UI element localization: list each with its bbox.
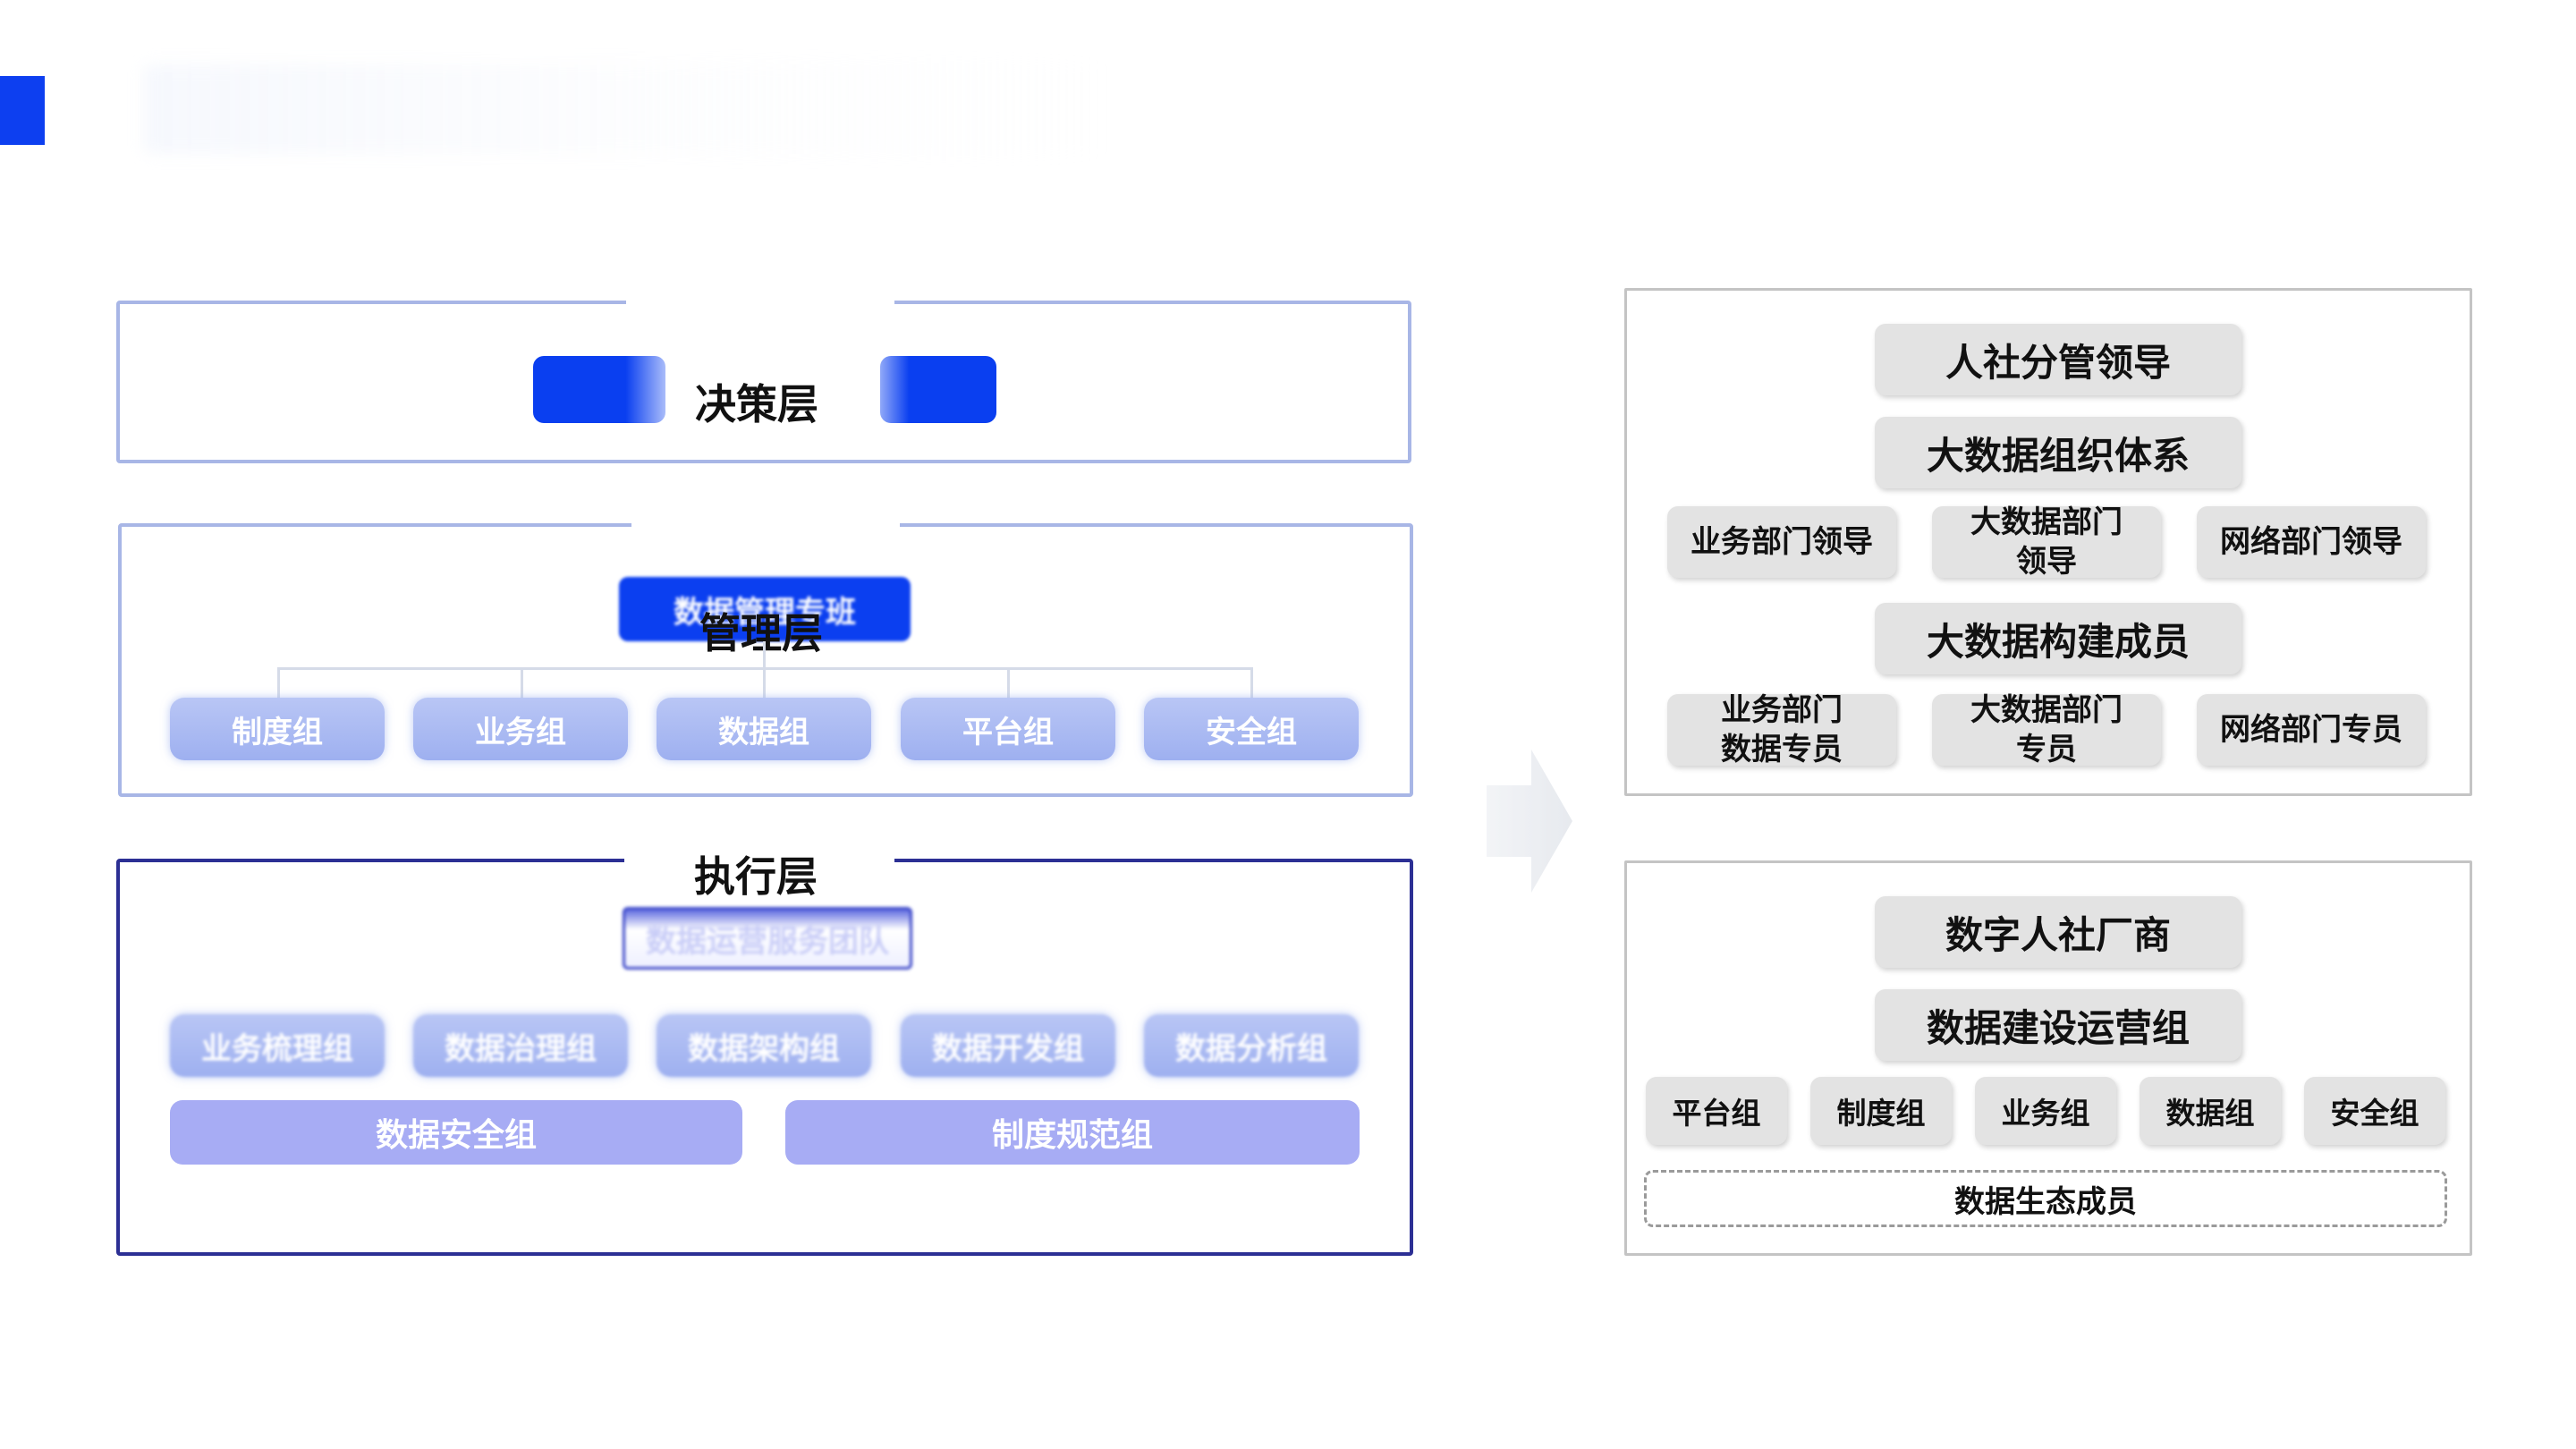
management-connector-3 <box>763 667 766 699</box>
builders-box: 大数据构建成员 <box>1875 603 2241 674</box>
vendor-group-4: 数据组 <box>2140 1077 2281 1145</box>
management-group-5: 安全组 <box>1144 698 1359 760</box>
management-connector-4 <box>1007 667 1010 699</box>
execution-wide-1: 数据安全组 <box>170 1100 742 1165</box>
leader-dept-2: 大数据部门 领导 <box>1932 504 2161 580</box>
vendor-group-label: 数据组 <box>2165 1096 2255 1131</box>
vendor-group-5: 安全组 <box>2304 1077 2445 1145</box>
specialist-label: 网络部门专员 <box>2220 712 2402 748</box>
org-system-box: 大数据组织体系 <box>1875 417 2241 488</box>
ecosystem-text: 数据生态成员 <box>1954 1183 2137 1220</box>
execution-group-5: 数据分析组 <box>1144 1014 1359 1077</box>
leader-box: 人社分管领导 <box>1875 324 2241 395</box>
decision-frame-gap <box>626 292 894 309</box>
execution-group-2: 数据治理组 <box>413 1014 628 1077</box>
execution-head-text: 数据运营服务团队 <box>646 923 889 960</box>
management-layer-label: 管理层 <box>699 609 823 657</box>
accent-bar <box>0 76 45 145</box>
management-head-box: 数据管理专班 <box>619 577 911 641</box>
management-group-4: 平台组 <box>901 698 1115 760</box>
leader-text: 人社分管领导 <box>1945 340 2171 385</box>
specialist-label: 业务部门 数据专员 <box>1721 692 1843 767</box>
builders-text: 大数据构建成员 <box>1926 619 2190 664</box>
vendor-group-label: 安全组 <box>2330 1096 2419 1131</box>
execution-layer-label: 执行层 <box>694 852 818 901</box>
execution-group-3: 数据架构组 <box>657 1014 871 1077</box>
leader-dept-label: 大数据部门 领导 <box>1970 504 2123 580</box>
ops-group-box: 数据建设运营组 <box>1875 989 2241 1061</box>
management-group-label: 业务组 <box>475 714 566 750</box>
specialist-2: 大数据部门 专员 <box>1932 692 2161 767</box>
specialist-3: 网络部门专员 <box>2197 694 2426 766</box>
leader-dept-label: 网络部门领导 <box>2220 524 2402 560</box>
org-system-text: 大数据组织体系 <box>1926 433 2190 478</box>
execution-head-box: 数据运营服务团队 <box>623 907 912 970</box>
vendor-group-2: 制度组 <box>1810 1077 1952 1145</box>
leader-dept-label: 业务部门领导 <box>1690 524 1873 560</box>
page-title-blurred <box>143 64 1109 154</box>
execution-group-1: 业务梳理组 <box>170 1014 385 1077</box>
execution-wide-2: 制度规范组 <box>785 1100 1360 1165</box>
vendor-box: 数字人社厂商 <box>1875 896 2241 968</box>
execution-wide-label: 数据安全组 <box>375 1117 537 1154</box>
decision-right-pill <box>880 356 996 423</box>
ecosystem-box: 数据生态成员 <box>1644 1170 2447 1227</box>
management-group-label: 平台组 <box>962 714 1054 750</box>
right-arrow-icon <box>1487 750 1572 893</box>
execution-group-label: 数据分析组 <box>1175 1030 1327 1067</box>
ops-group-text: 数据建设运营组 <box>1926 1005 2190 1050</box>
management-group-label: 制度组 <box>232 714 323 750</box>
execution-group-label: 数据治理组 <box>445 1030 597 1067</box>
decision-layer-label: 决策层 <box>695 380 818 428</box>
vendor-text: 数字人社厂商 <box>1945 912 2171 957</box>
management-connector-1 <box>277 667 280 699</box>
vendor-group-1: 平台组 <box>1646 1077 1787 1145</box>
management-group-2: 业务组 <box>413 698 628 760</box>
management-frame-gap <box>631 514 900 532</box>
management-head-text: 数据管理专班 <box>674 594 856 631</box>
management-connector-v <box>763 641 766 668</box>
vendor-group-label: 制度组 <box>1836 1096 1926 1131</box>
management-group-3: 数据组 <box>657 698 871 760</box>
management-group-label: 安全组 <box>1206 714 1297 750</box>
vendor-group-label: 业务组 <box>2001 1096 2090 1131</box>
leader-dept-1: 业务部门领导 <box>1667 506 1896 578</box>
management-connector-2 <box>521 667 523 699</box>
management-connector-5 <box>1250 667 1253 699</box>
vendor-group-3: 业务组 <box>1975 1077 2116 1145</box>
execution-group-label: 业务梳理组 <box>201 1030 353 1067</box>
execution-group-4: 数据开发组 <box>901 1014 1115 1077</box>
execution-group-label: 数据架构组 <box>688 1030 840 1067</box>
decision-left-pill <box>533 356 665 423</box>
execution-group-label: 数据开发组 <box>932 1030 1084 1067</box>
specialist-label: 大数据部门 专员 <box>1970 692 2123 767</box>
execution-wide-label: 制度规范组 <box>991 1117 1153 1154</box>
management-group-label: 数据组 <box>718 714 809 750</box>
vendor-group-label: 平台组 <box>1672 1096 1761 1131</box>
execution-frame-gap <box>624 850 894 868</box>
management-group-1: 制度组 <box>170 698 385 760</box>
specialist-1: 业务部门 数据专员 <box>1667 692 1896 767</box>
leader-dept-3: 网络部门领导 <box>2197 506 2426 578</box>
